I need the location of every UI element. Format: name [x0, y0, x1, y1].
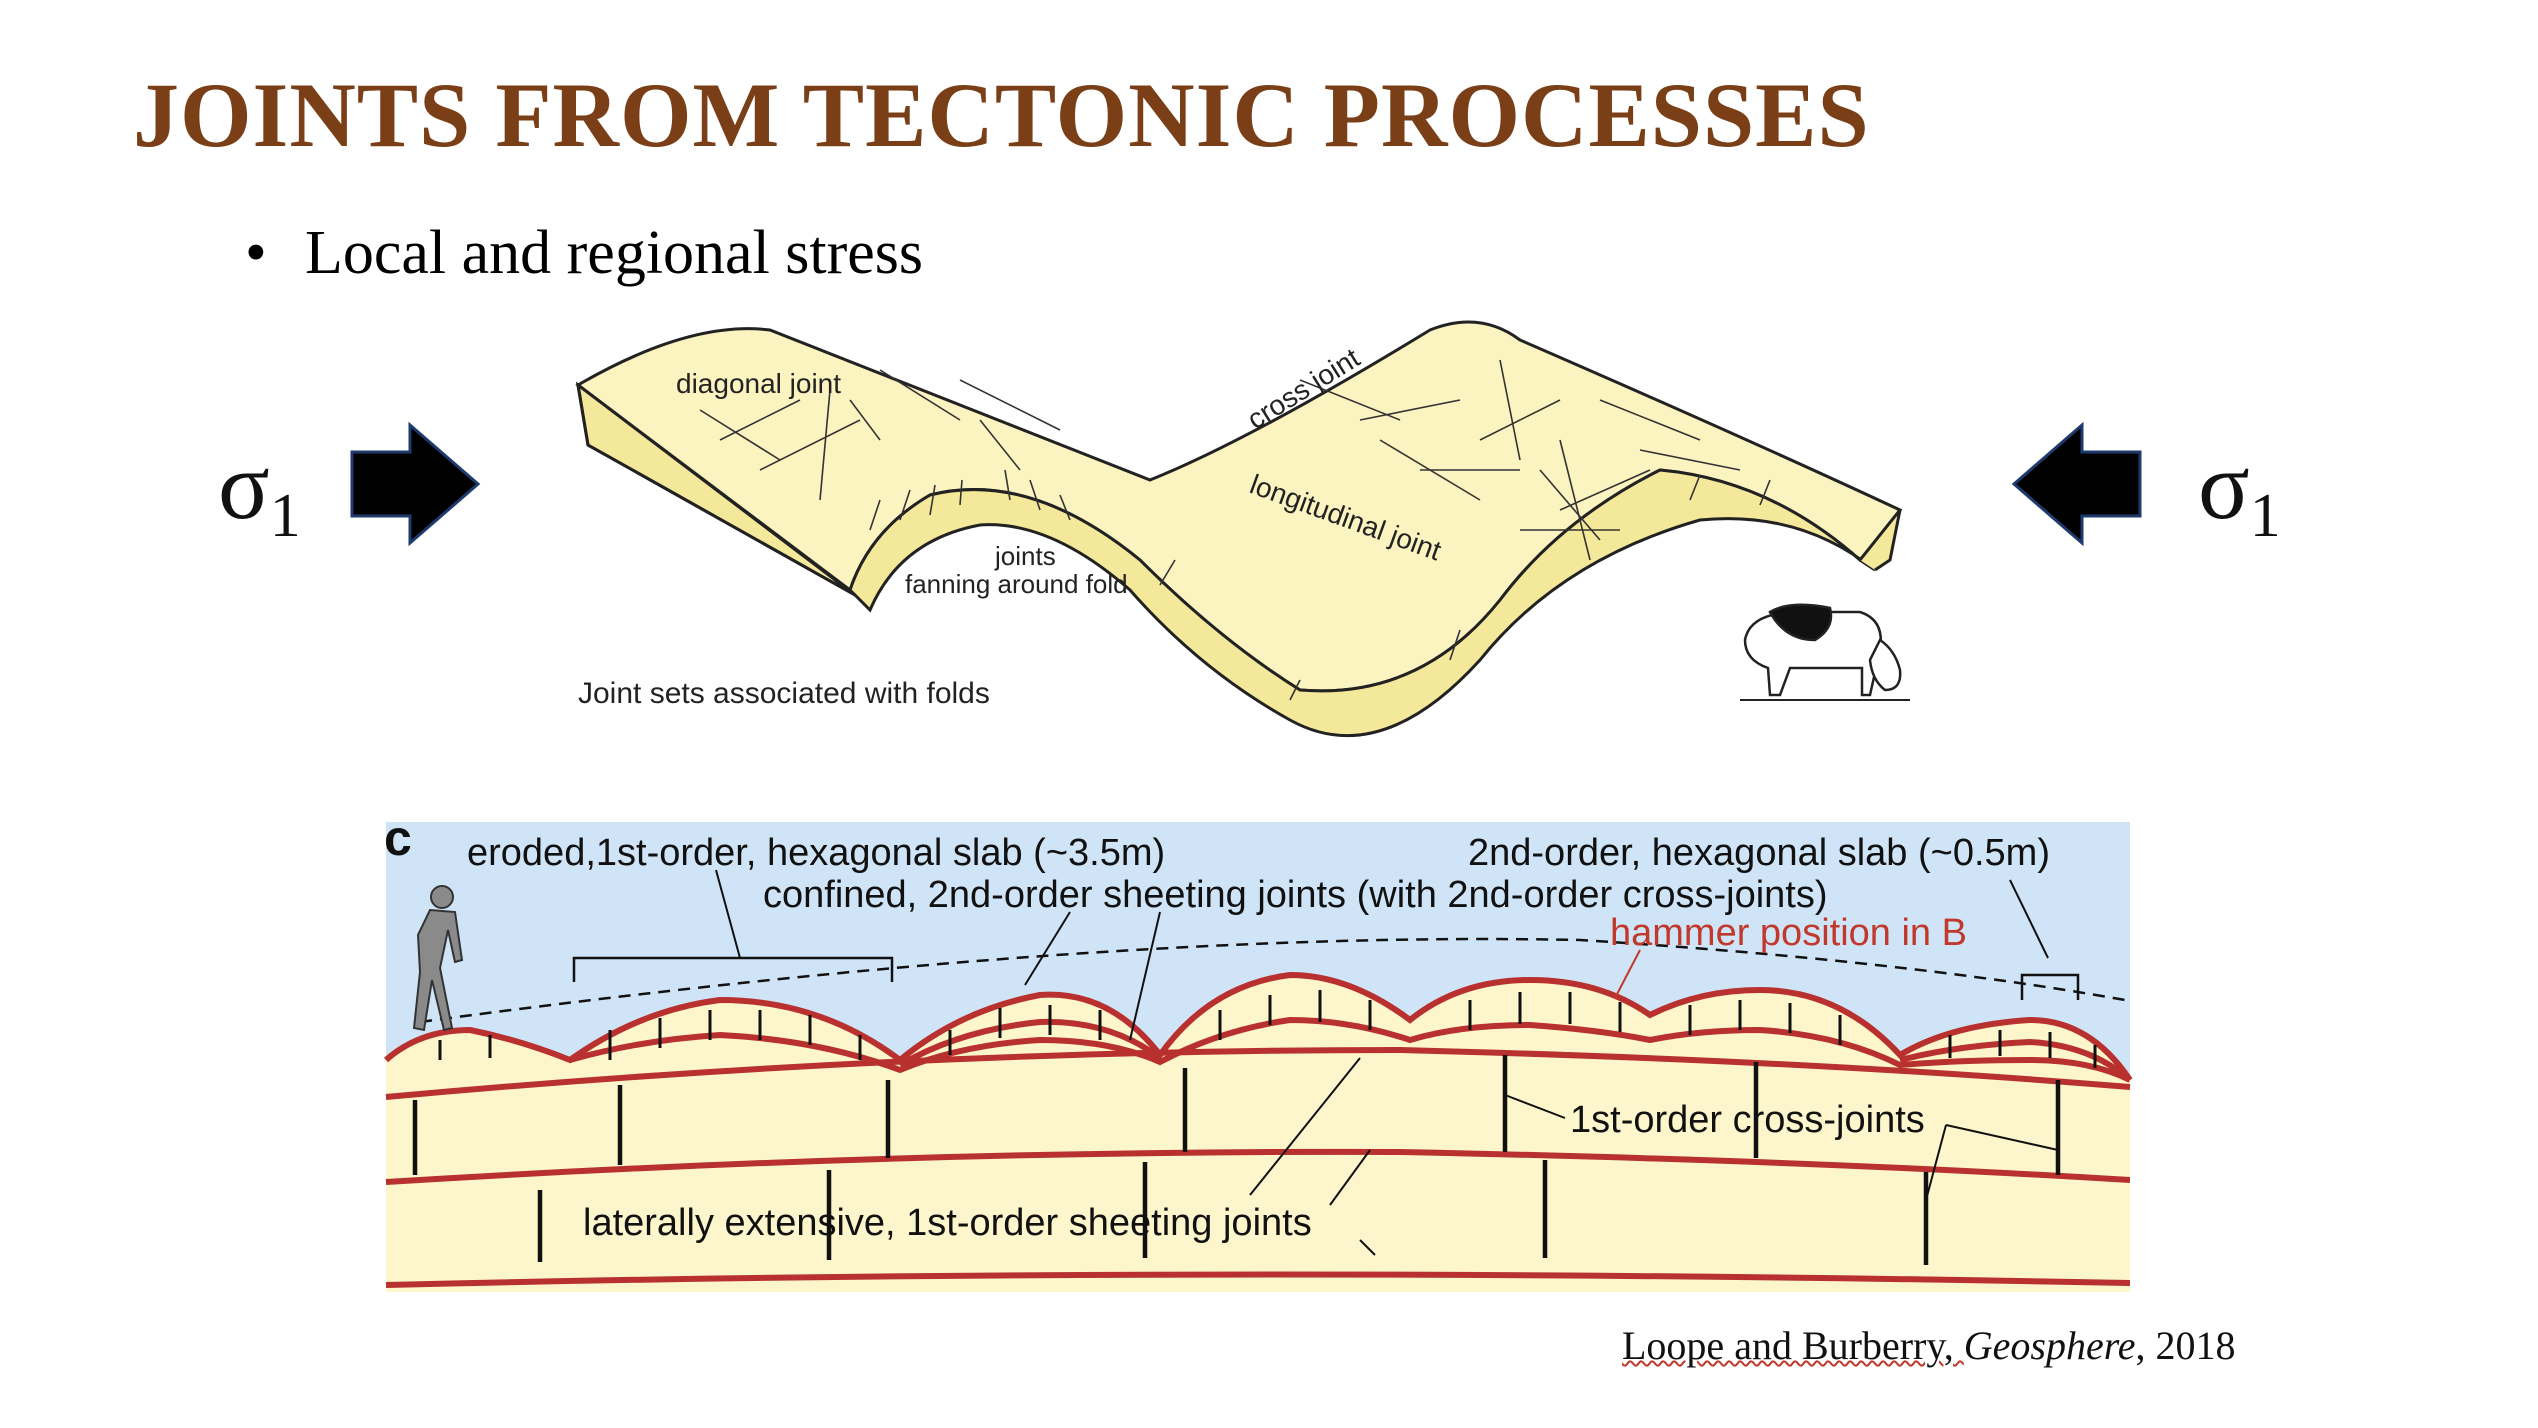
sheeting-joints-diagram: c eroded,1st-order, hexagonal slab (~3.5… — [384, 810, 2133, 1292]
citation-year: , 2018 — [2135, 1323, 2236, 1368]
sigma-left-symbol: σ — [218, 432, 270, 539]
confined-sheeting-label: confined, 2nd-order sheeting joints (wit… — [763, 874, 1828, 916]
joints-fanning-label-line2: fanning around fold — [905, 569, 1128, 599]
slide-title: JOINTS FROM TECTONIC PROCESSES — [133, 64, 1870, 166]
first-order-slab-bracket — [572, 956, 894, 982]
joints-fanning-label-line1: joints — [994, 541, 1056, 571]
fold-block-diagram: diagonal joint cross joint longitudinal … — [575, 320, 1903, 738]
second-order-slab-bracket — [2020, 973, 2080, 1000]
sigma-right-symbol: σ — [2198, 432, 2250, 539]
rock-body — [386, 975, 2130, 1292]
extensive-sheeting-label: laterally extensive, 1st-order sheeting … — [583, 1202, 1312, 1244]
citation: Loope and Burberry, Geosphere, 2018 — [1622, 1322, 2236, 1369]
hiker-icon — [412, 885, 464, 1032]
panel-letter: c — [384, 810, 412, 866]
diagonal-joint-label: diagonal joint — [676, 368, 841, 399]
citation-authors: Loope and Burberry, — [1622, 1323, 1964, 1368]
bullet-item: • Local and regional stress — [245, 218, 923, 289]
arrow-left-icon — [2011, 421, 2142, 547]
citation-journal: Geosphere — [1963, 1323, 2136, 1368]
fold-caption: Joint sets associated with folds — [578, 677, 990, 710]
arrow-right-icon — [350, 421, 481, 547]
cross-joints-label: 1st-order cross-joints — [1570, 1099, 1925, 1141]
bullet-text: Local and regional stress — [305, 219, 924, 287]
sigma-left-subscript: 1 — [269, 482, 301, 550]
sigma-right-subscript: 1 — [2249, 482, 2281, 550]
second-order-slab-label: 2nd-order, hexagonal slab (~0.5m) — [1468, 832, 2050, 874]
sigma-left-label: σ1 — [218, 430, 301, 552]
hammer-position-label: hammer position in B — [1610, 912, 1967, 954]
cow-icon — [1740, 603, 1910, 701]
sigma-right-label: σ1 — [2198, 430, 2281, 552]
first-order-slab-label: eroded,1st-order, hexagonal slab (~3.5m) — [467, 832, 1165, 874]
bullet-dot: • — [245, 219, 267, 287]
